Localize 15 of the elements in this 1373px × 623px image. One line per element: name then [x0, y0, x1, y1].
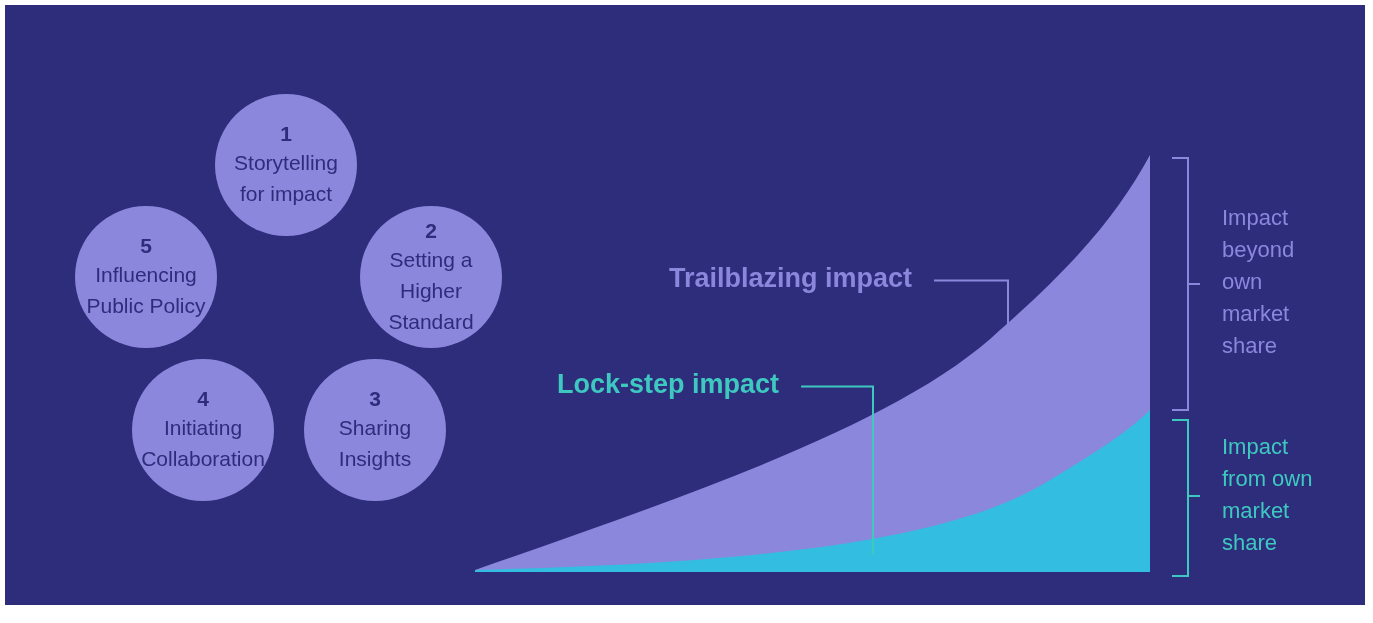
step-number: 2 — [425, 217, 437, 244]
step-label: Sharing Insights — [337, 415, 413, 472]
step-label: Influencing Public Policy — [85, 262, 207, 319]
step-label: Storytelling for impact — [233, 150, 339, 207]
leader-line — [800, 385, 874, 556]
series-label: Trailblazing impact — [669, 263, 913, 294]
step-number: 4 — [197, 386, 209, 412]
step-label: Initiating Collaboration — [140, 415, 266, 472]
step-number: 3 — [369, 386, 381, 412]
bracket-label: Impact from own market share — [1222, 433, 1314, 557]
step-label: Setting a Higher Standard — [387, 246, 475, 335]
step-number: 1 — [280, 121, 292, 147]
bracket-label: Impact beyond own market share — [1222, 204, 1296, 360]
series-label: Lock-step impact — [557, 369, 780, 400]
step-number: 5 — [140, 233, 152, 259]
